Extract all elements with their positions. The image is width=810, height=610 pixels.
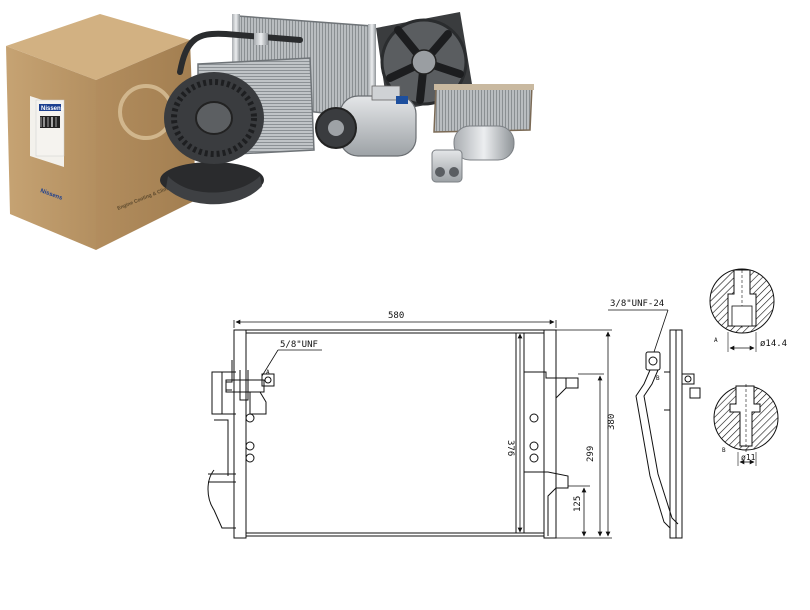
dimension-total-height-label: 380 xyxy=(607,414,617,430)
dimension-core-height-label: 376 xyxy=(505,440,515,456)
dimension-bracket: 299 xyxy=(578,373,604,537)
detail-b-label: B xyxy=(722,447,726,454)
dimension-core-height: 376 xyxy=(505,333,523,533)
box-label: Nissens xyxy=(35,99,65,157)
detail-b-section: ø11 B xyxy=(713,384,779,466)
dimension-width: 580 xyxy=(233,311,557,328)
product-photo: Nissens Nissens Engine Cooling & Climate xyxy=(6,12,534,250)
box-label-brand: Nissens xyxy=(41,106,65,112)
heater-core-photo xyxy=(433,84,534,133)
dimension-width-label: 580 xyxy=(388,311,404,321)
condenser-front-view xyxy=(207,329,579,539)
technical-drawing: 580 376 380 299 125 5/8"UNF A xyxy=(207,268,787,539)
dimension-bracket-label: 299 xyxy=(586,446,596,462)
detail-a-section: ø14.4 A xyxy=(709,268,787,352)
detail-a-diameter: ø14.4 xyxy=(760,339,787,349)
dimension-low-label: 125 xyxy=(573,496,583,512)
compressor-photo xyxy=(315,85,417,157)
thread-callout-left: 5/8"UNF A xyxy=(261,340,322,377)
thread-left-label: 5/8"UNF xyxy=(280,340,318,350)
thread-right-label: 3/8"UNF-24 xyxy=(610,299,664,309)
dimension-total-height: 380 xyxy=(556,329,617,539)
connection-b-marker: B xyxy=(656,375,660,382)
detail-a-label: A xyxy=(714,337,718,344)
condenser-side-view xyxy=(635,329,701,539)
ac-hose-photo xyxy=(177,30,303,75)
detail-b-diameter: ø11 xyxy=(741,453,756,462)
blower-motor-photo xyxy=(160,72,264,205)
thread-callout-right: 3/8"UNF-24 xyxy=(608,299,669,353)
receiver-drier-photo xyxy=(431,125,515,183)
connection-a-marker: A xyxy=(266,369,270,376)
dimension-low: 125 xyxy=(568,485,590,537)
